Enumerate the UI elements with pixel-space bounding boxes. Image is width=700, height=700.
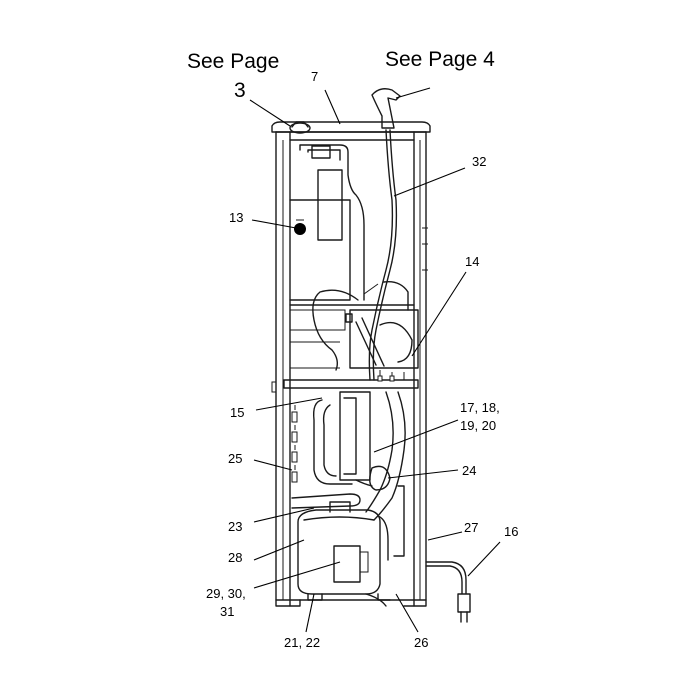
callout-24: 24 (462, 463, 476, 478)
upper-assembly (289, 169, 415, 371)
top-fittings (289, 88, 401, 381)
callout-25: 25 (228, 451, 242, 466)
callout-7: 7 (311, 69, 318, 84)
callout-27: 27 (464, 520, 478, 535)
callout-15: 15 (230, 405, 244, 420)
callout-26: 26 (414, 635, 428, 650)
callout-17-line1: 17, 18, (460, 400, 500, 415)
callout-23: 23 (228, 519, 242, 534)
see-page-3-note: See Page (187, 50, 279, 73)
callout-13: 13 (229, 210, 243, 225)
cabinet (271, 121, 431, 607)
leader-lines (249, 87, 501, 633)
see-page-4-note: See Page 4 (385, 48, 495, 71)
see-page-3-number: 3 (234, 79, 246, 102)
power-cord (425, 561, 471, 623)
callout-29-line1: 29, 30, (206, 586, 246, 601)
callout-17-line2: 19, 20 (460, 418, 496, 433)
callout-21: 21, 22 (284, 635, 320, 650)
cooling-unit (345, 281, 419, 382)
callout-14: 14 (465, 254, 479, 269)
callout-28: 28 (228, 550, 242, 565)
callout-32: 32 (472, 154, 486, 169)
lower-assembly (289, 391, 406, 607)
callout-29-line2: 31 (220, 604, 234, 619)
hole-plug (294, 223, 306, 235)
callout-16: 16 (504, 524, 518, 539)
labels: See Page 3 See Page 4 7 32 13 14 15 17, … (187, 48, 518, 650)
